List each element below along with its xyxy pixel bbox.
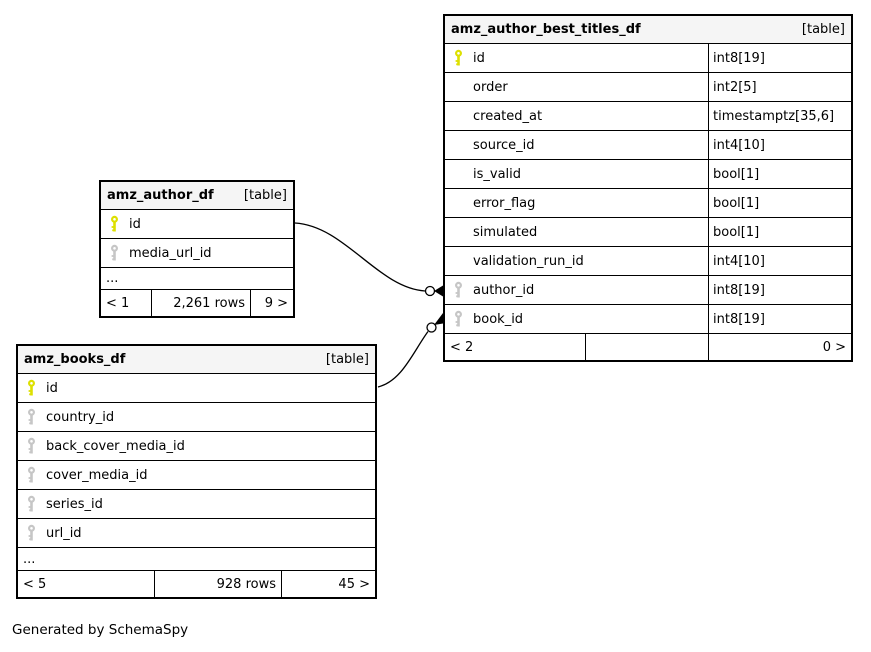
- table-type-badge: [table]: [801, 22, 845, 37]
- column-row-series_id: series_id: [18, 489, 375, 518]
- crowfoot-arrow: [434, 285, 443, 297]
- column-name: author_id: [473, 282, 535, 298]
- footer-children-degree: < 1: [106, 295, 130, 311]
- table-header[interactable]: amz_author_df [table]: [101, 182, 293, 209]
- column-type: int8[19]: [708, 44, 851, 72]
- column-row-is_valid: is_valid bool[1]: [445, 159, 851, 188]
- column-name: error_flag: [473, 195, 536, 211]
- column-row-id: id: [18, 373, 375, 402]
- footer-rows-count: 2,261 rows: [151, 290, 250, 316]
- column-row-country_id: country_id: [18, 402, 375, 431]
- table-header[interactable]: amz_author_best_titles_df [table]: [445, 16, 851, 43]
- footer-parents-degree: 9 >: [250, 290, 293, 316]
- column-name: order: [473, 79, 508, 95]
- column-type: int4[10]: [708, 131, 851, 159]
- column-row-cover_media_id: cover_media_id: [18, 460, 375, 489]
- collapsed-columns-row: ...: [18, 547, 375, 570]
- column-row-source_id: source_id int4[10]: [445, 130, 851, 159]
- column-row-validation_run_id: validation_run_id int4[10]: [445, 246, 851, 275]
- table-type-badge: [table]: [243, 188, 287, 203]
- relationship-connector-author: [294, 222, 443, 297]
- generator-caption: Generated by SchemaSpy: [12, 622, 189, 638]
- table-header[interactable]: amz_books_df [table]: [18, 346, 375, 373]
- table-node-amz_author_df[interactable]: amz_author_df [table] id media_url_id... <…: [99, 180, 295, 318]
- column-row-order: order int2[5]: [445, 72, 851, 101]
- column-name: id: [129, 216, 141, 232]
- column-type: bool[1]: [708, 189, 851, 217]
- table-footer: < 2 0 >: [445, 333, 851, 360]
- footer-rows-count: [585, 334, 708, 360]
- column-type: bool[1]: [708, 160, 851, 188]
- column-name: is_valid: [473, 166, 522, 182]
- table-node-amz_author_best_titles_df[interactable]: amz_author_best_titles_df [table] id int8[…: [443, 14, 853, 362]
- foreign-key-icon: [27, 524, 36, 541]
- footer-parents-degree: 45 >: [281, 571, 375, 597]
- column-name: media_url_id: [129, 245, 212, 261]
- column-type: int4[10]: [708, 247, 851, 275]
- table-type-badge: [table]: [325, 352, 369, 367]
- column-row-book_id: book_id int8[19]: [445, 304, 851, 333]
- ellipsis-label: ...: [106, 271, 119, 286]
- column-name: series_id: [46, 496, 103, 512]
- foreign-key-icon: [27, 437, 36, 454]
- table-title: amz_books_df: [24, 352, 126, 367]
- column-row-created_at: created_at timestamptz[35,6]: [445, 101, 851, 130]
- column-row-id: id: [101, 209, 293, 238]
- foreign-key-icon: [27, 495, 36, 512]
- collapsed-columns-row: ...: [101, 267, 293, 289]
- column-row-id: id int8[19]: [445, 43, 851, 72]
- table-title: amz_author_best_titles_df: [451, 22, 641, 37]
- column-row-author_id: author_id int8[19]: [445, 275, 851, 304]
- relationship-connector-book: [377, 313, 443, 388]
- footer-rows-count: 928 rows: [154, 571, 281, 597]
- column-row-url_id: url_id: [18, 518, 375, 547]
- column-type: bool[1]: [708, 218, 851, 246]
- column-name: simulated: [473, 224, 538, 240]
- foreign-key-icon: [454, 281, 463, 298]
- column-name: url_id: [46, 525, 82, 541]
- foreign-key-icon: [27, 408, 36, 425]
- foreign-key-icon: [27, 466, 36, 483]
- column-name: book_id: [473, 311, 524, 327]
- column-name: cover_media_id: [46, 467, 148, 483]
- column-type: timestamptz[35,6]: [708, 102, 851, 130]
- column-row-back_cover_media_id: back_cover_media_id: [18, 431, 375, 460]
- column-name: id: [46, 380, 58, 396]
- footer-parents-degree: 0 >: [708, 334, 851, 360]
- column-type: int8[19]: [708, 305, 851, 333]
- primary-key-icon: [27, 379, 36, 396]
- column-row-media_url_id: media_url_id: [101, 238, 293, 267]
- column-name: validation_run_id: [473, 253, 584, 269]
- column-name: created_at: [473, 108, 543, 124]
- table-node-amz_books_df[interactable]: amz_books_df [table] id country_id back_c…: [16, 344, 377, 599]
- column-name: back_cover_media_id: [46, 438, 185, 454]
- column-row-simulated: simulated bool[1]: [445, 217, 851, 246]
- foreign-key-icon: [454, 310, 463, 327]
- zero-or-one-dot: [426, 322, 437, 333]
- footer-children-degree: < 2: [450, 339, 474, 355]
- ellipsis-label: ...: [23, 551, 36, 567]
- column-row-error_flag: error_flag bool[1]: [445, 188, 851, 217]
- primary-key-icon: [454, 49, 463, 66]
- zero-or-one-dot: [424, 285, 436, 297]
- column-type: int8[19]: [708, 276, 851, 304]
- primary-key-icon: [110, 215, 119, 232]
- column-name: source_id: [473, 137, 535, 153]
- crowfoot-arrow: [434, 313, 443, 325]
- footer-children-degree: < 5: [23, 576, 47, 592]
- column-name: country_id: [46, 409, 115, 425]
- column-type: int2[5]: [708, 73, 851, 101]
- foreign-key-icon: [110, 244, 119, 261]
- column-name: id: [473, 50, 485, 66]
- table-title: amz_author_df: [107, 188, 214, 203]
